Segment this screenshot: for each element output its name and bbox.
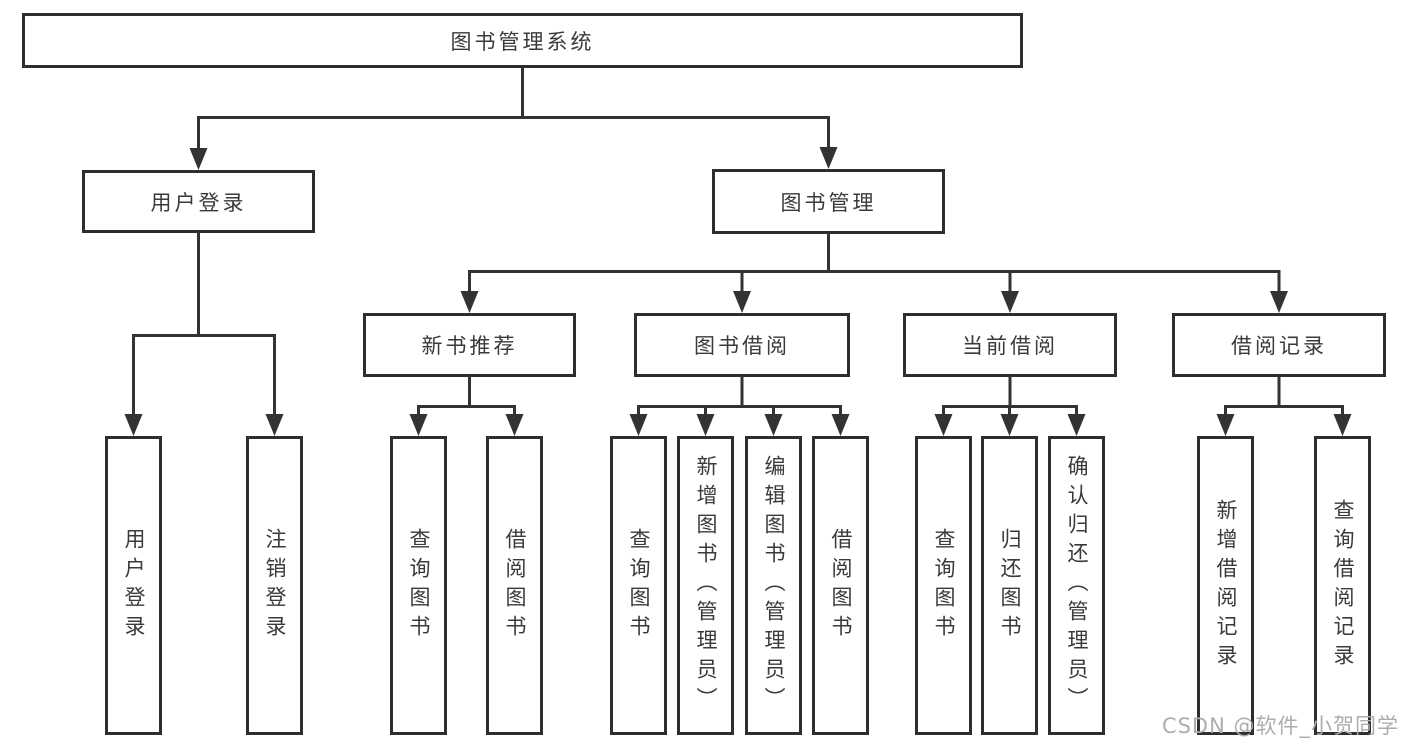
node-new-book-recommend: 新书推荐 [363, 313, 576, 377]
node-borrow-records: 借阅记录 [1172, 313, 1386, 377]
leaf-borrow-books-recommend: 借阅图书 [486, 436, 543, 735]
leaf-logout-label: 注销登录 [263, 527, 287, 644]
leaf-user-login: 用户登录 [105, 436, 162, 735]
node-book-borrowing: 图书借阅 [634, 313, 850, 377]
leaf-user-login-label: 用户登录 [122, 527, 146, 644]
leaf-return-books: 归还图书 [981, 436, 1038, 735]
node-book-borrowing-label: 图书借阅 [694, 334, 790, 358]
node-current-borrowing: 当前借阅 [903, 313, 1117, 377]
node-current-borrowing-label: 当前借阅 [962, 334, 1058, 358]
leaf-add-book-admin-label: 新增图书（管理员） [694, 455, 718, 716]
leaf-query-books-recommend: 查询图书 [390, 436, 447, 735]
node-user-login: 用户登录 [82, 170, 315, 233]
leaf-add-borrow-record: 新增借阅记录 [1197, 436, 1254, 735]
leaf-query-books-borrowing: 查询图书 [610, 436, 667, 735]
leaf-borrow-books-recommend-label: 借阅图书 [503, 527, 527, 644]
leaf-add-book-admin: 新增图书（管理员） [677, 436, 734, 735]
csdn-watermark: CSDN @软件_小贺同学 [1161, 714, 1399, 738]
leaf-borrow-books-borrowing: 借阅图书 [812, 436, 869, 735]
leaf-query-books-current-label: 查询图书 [932, 527, 956, 644]
leaf-borrow-books-borrowing-label: 借阅图书 [829, 527, 853, 644]
node-library-system-label: 图书管理系统 [450, 29, 595, 54]
node-borrow-records-label: 借阅记录 [1231, 334, 1327, 358]
leaf-query-books-recommend-label: 查询图书 [407, 527, 431, 644]
leaf-query-borrow-record-label: 查询借阅记录 [1331, 498, 1355, 673]
leaf-query-books-borrowing-label: 查询图书 [627, 527, 651, 644]
leaf-confirm-return-admin-label: 确认归还（管理员） [1065, 455, 1089, 716]
node-user-login-label: 用户登录 [150, 190, 247, 215]
leaf-return-books-label: 归还图书 [998, 527, 1022, 644]
leaf-query-books-current: 查询图书 [915, 436, 972, 735]
leaf-add-borrow-record-label: 新增借阅记录 [1214, 498, 1238, 673]
leaf-logout: 注销登录 [246, 436, 303, 735]
leaf-edit-book-admin: 编辑图书（管理员） [745, 436, 802, 735]
node-library-system: 图书管理系统 [22, 13, 1023, 68]
node-book-management-label: 图书管理 [780, 190, 877, 215]
node-book-management: 图书管理 [712, 169, 945, 234]
node-new-book-recommend-label: 新书推荐 [421, 334, 518, 358]
leaf-query-borrow-record: 查询借阅记录 [1314, 436, 1371, 735]
leaf-edit-book-admin-label: 编辑图书（管理员） [762, 455, 786, 716]
leaf-confirm-return-admin: 确认归还（管理员） [1048, 436, 1105, 735]
